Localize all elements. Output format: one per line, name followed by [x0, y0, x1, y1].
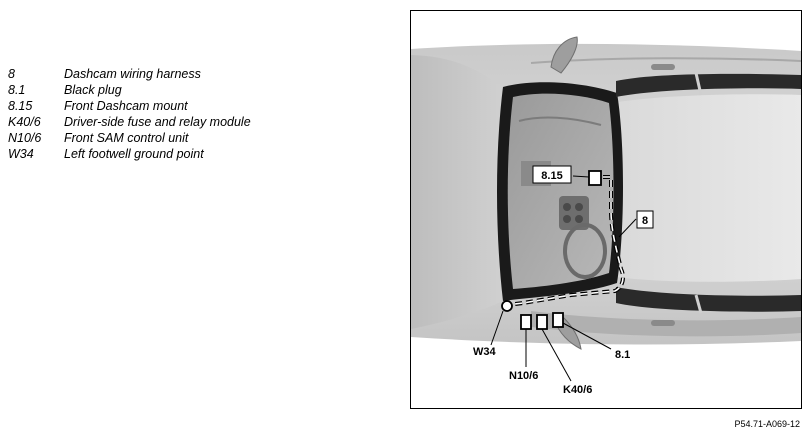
sam-unit-connector — [520, 314, 532, 330]
mirror-top — [550, 36, 578, 74]
legend-row-8-15: 8.15 Front Dashcam mount — [8, 98, 251, 114]
legend-code: 8.15 — [8, 99, 33, 113]
car-roof — [611, 94, 801, 282]
legend-row-8: 8 Dashcam wiring harness — [8, 66, 251, 82]
legend-code: W34 — [8, 147, 34, 161]
legend-row-n10-6: N10/6 Front SAM control unit — [8, 130, 251, 146]
legend-text: Dashcam wiring harness — [64, 67, 201, 81]
legend-code: N10/6 — [8, 131, 42, 145]
legend-text: Driver-side fuse and relay module — [64, 115, 251, 129]
legend: 8 Dashcam wiring harness 8.1 Black plug 8.… — [8, 66, 251, 162]
legend-text: Front Dashcam mount — [64, 99, 188, 113]
callout-8: 8 — [642, 215, 648, 227]
side-window-top — [616, 73, 801, 97]
legend-text: Front SAM control unit — [64, 131, 189, 145]
black-plug-connector — [552, 312, 564, 328]
legend-text: Left footwell ground point — [64, 147, 204, 161]
figure-reference: P54.71-A069-12 — [734, 419, 800, 429]
windshield-glass — [507, 93, 614, 289]
legend-code: K40/6 — [8, 115, 41, 129]
figure-frame: 8.15 8 W34 N10/6 K40/6 8.1 — [410, 10, 802, 409]
legend-row-8-1: 8.1 Black plug — [8, 82, 251, 98]
legend-row-k40-6: K40/6 Driver-side fuse and relay module — [8, 114, 251, 130]
fuse-module-connector — [536, 314, 548, 330]
dashcam-mount-connector — [588, 170, 602, 186]
legend-text: Black plug — [64, 83, 122, 97]
car-illustration: 8.15 8 W34 N10/6 K40/6 8.1 — [411, 36, 801, 396]
callout-k40-6: K40/6 — [563, 384, 592, 396]
callout-8-1: 8.1 — [615, 349, 630, 361]
legend-row-w34: W34 Left footwell ground point — [8, 146, 251, 162]
callout-w34: W34 — [473, 346, 497, 358]
car-hood — [411, 55, 503, 329]
side-window-bottom — [616, 287, 801, 312]
legend-code: 8 — [8, 67, 15, 81]
ground-point-marker — [501, 300, 513, 312]
legend-code: 8.1 — [8, 83, 26, 97]
callout-8-15: 8.15 — [541, 170, 562, 182]
callout-n10-6: N10/6 — [509, 370, 538, 382]
